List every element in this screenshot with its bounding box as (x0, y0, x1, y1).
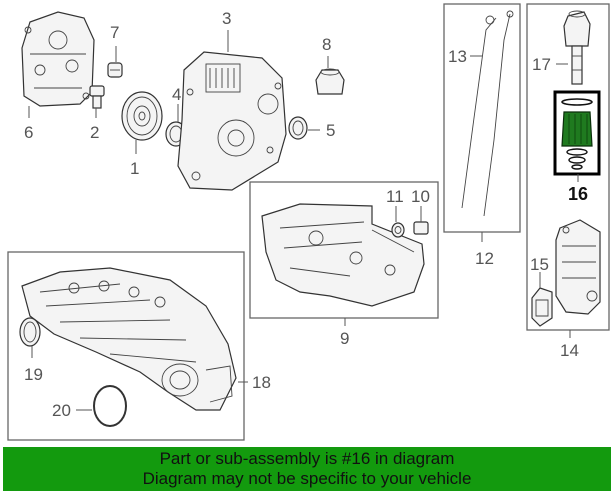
callout-18: 18 (252, 373, 271, 392)
callout-16: 16 (568, 184, 588, 204)
callout-1: 1 (130, 159, 139, 178)
callout-8: 8 (322, 35, 331, 54)
callout-20: 20 (52, 401, 71, 420)
part-2-bolt (89, 85, 105, 109)
callout-11: 11 (386, 187, 404, 206)
callout-12: 12 (475, 249, 494, 268)
banner-line-1: Part or sub-assembly is #16 in diagram (159, 449, 455, 468)
part-14-filter-housing (555, 219, 601, 315)
callout-13: 13 (448, 47, 467, 66)
callout-7: 7 (110, 23, 119, 42)
callout-15: 15 (530, 255, 549, 274)
part-7-plug (107, 62, 123, 78)
part-18-intake-manifold (21, 267, 237, 411)
banner-line-2: Diagram may not be specific to your vehi… (142, 469, 472, 488)
part-5-seal (288, 116, 308, 140)
callout-19: 19 (24, 365, 43, 384)
callout-3: 3 (222, 9, 231, 28)
group-box-oil-pan (249, 181, 439, 319)
group-box-dipstick (443, 3, 521, 233)
callout-4: 4 (172, 85, 181, 104)
callout-17: 17 (532, 55, 551, 74)
callout-2: 2 (90, 123, 99, 142)
group-box-oil-filter (526, 3, 610, 331)
callout-10: 10 (411, 187, 430, 206)
part-8-filler-cap (315, 68, 345, 95)
group-box-intake-manifold (7, 251, 245, 441)
callout-6: 6 (24, 123, 33, 142)
part-19-gasket (19, 317, 41, 347)
part-20-o-ring (93, 385, 127, 427)
part-9-oil-pan (261, 203, 425, 307)
callout-9: 9 (340, 329, 349, 348)
info-banner: Part or sub-assembly is #16 in diagram D… (3, 447, 611, 491)
part-6-timing-case (21, 11, 95, 107)
part-3-front-cover (177, 51, 287, 191)
part-13-dipstick (461, 10, 514, 217)
part-11-washer (391, 222, 405, 238)
part-16-oil-filter-element (561, 98, 593, 170)
part-17-filter-cap (563, 10, 591, 85)
callout-5: 5 (326, 121, 335, 140)
part-10-drain-plug (413, 221, 429, 235)
part-15-gasket (531, 287, 553, 327)
callout-14: 14 (560, 341, 579, 360)
part-1-pulley (121, 91, 163, 141)
